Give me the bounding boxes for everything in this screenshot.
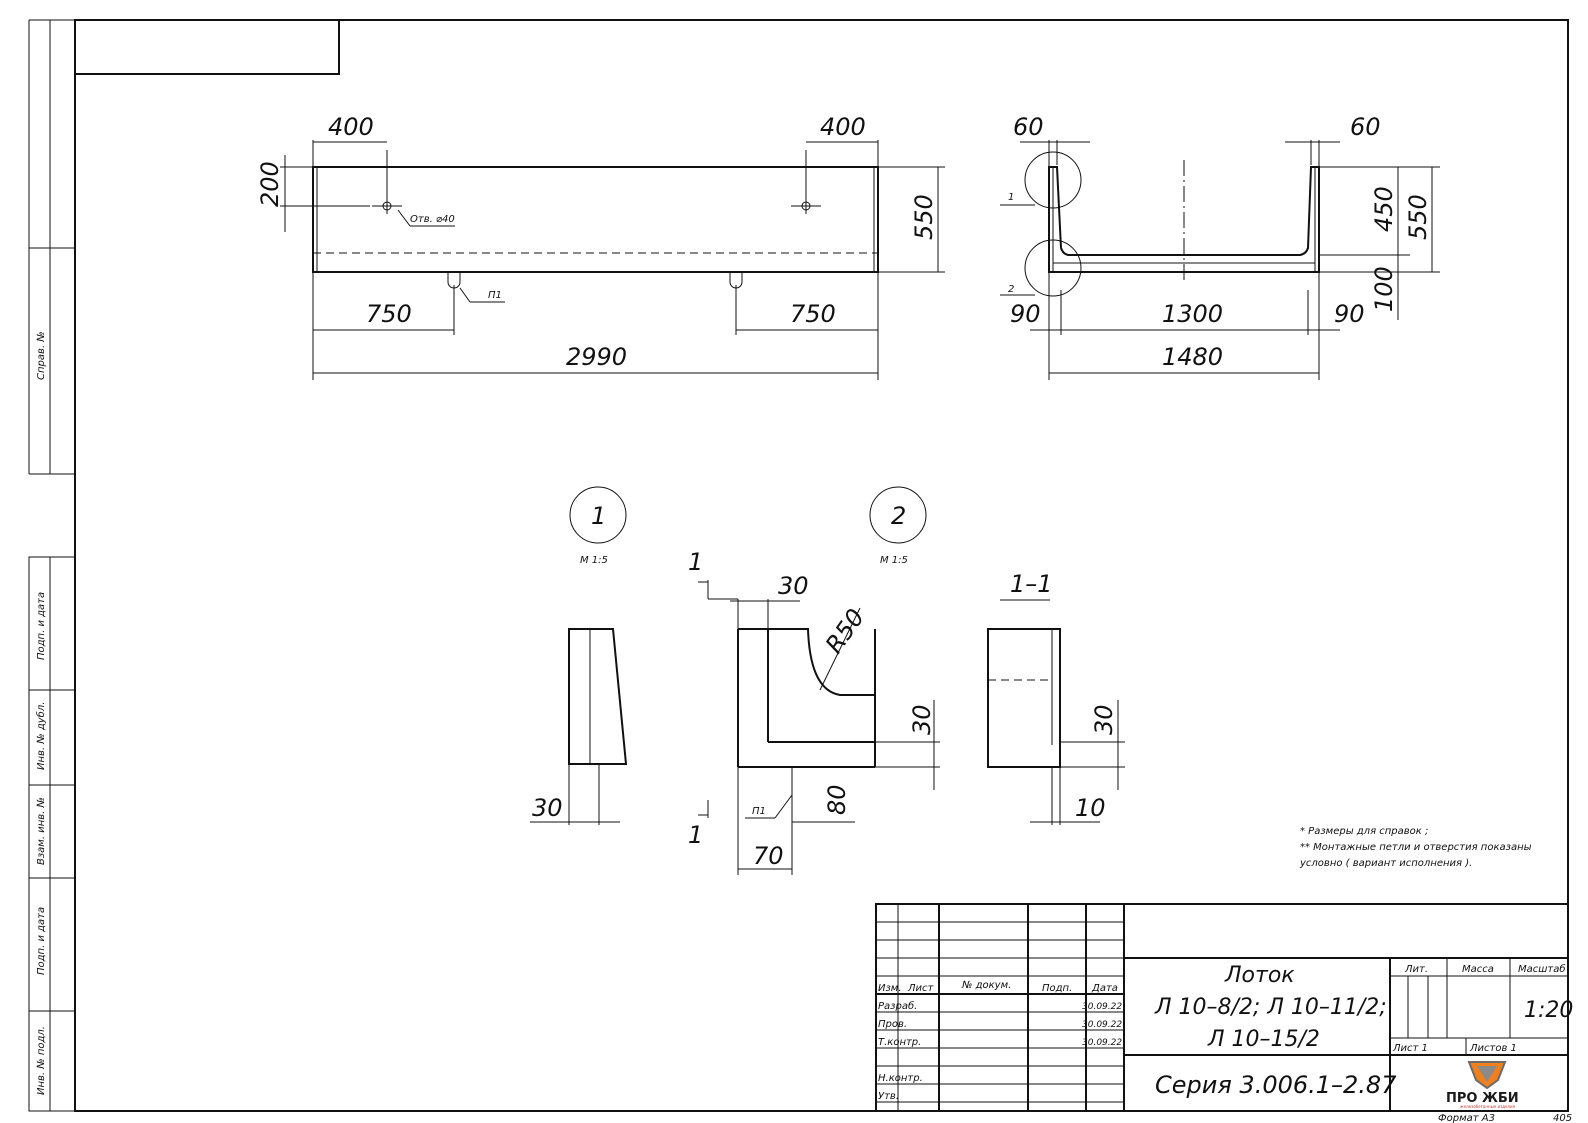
s-dim-30: 30 xyxy=(1090,704,1118,735)
tb-row-utv: Утв. xyxy=(878,1091,899,1102)
dim-1300: 1300 xyxy=(1162,300,1223,328)
d2-cut-bottom: 1 xyxy=(688,821,703,849)
tb-col-podp: Подп. xyxy=(1042,983,1072,994)
footer-code: 405 xyxy=(1553,1113,1572,1123)
note-line-1: * Размеры для справок ; xyxy=(1300,826,1428,837)
tb-row-nkontr: Н.контр. xyxy=(878,1073,923,1084)
tb-series: Серия 3.006.1–2.87 xyxy=(1155,1071,1397,1099)
d2-loop: П1 xyxy=(752,806,766,817)
dim-450: 450 xyxy=(1370,186,1398,232)
dim-750-right: 750 xyxy=(790,300,836,328)
side-label-podp1: Подп. и дата xyxy=(36,592,47,660)
tb-col-izm: Изм. xyxy=(878,983,902,994)
dim-60-left: 60 xyxy=(1013,113,1044,141)
tb-scale-header: Масштаб xyxy=(1518,963,1566,975)
callout-1: 1 xyxy=(1008,192,1014,203)
tb-date-2: 30.09.22 xyxy=(1082,1020,1122,1030)
node2-label: 2 xyxy=(891,502,906,530)
tb-name-line-1: Лоток xyxy=(1224,963,1295,988)
d2-radius: R50 xyxy=(820,604,870,659)
s-dim-10: 10 xyxy=(1075,794,1106,822)
dim-90-left: 90 xyxy=(1010,300,1041,328)
loop-label: П1 xyxy=(488,290,502,301)
dim-90-right: 90 xyxy=(1334,300,1365,328)
detail-geometry xyxy=(530,486,1125,875)
node2-scale: М 1:5 xyxy=(880,555,908,566)
logo-subtext: железобетонные изделия xyxy=(1460,1104,1516,1109)
d2-cut-top: 1 xyxy=(688,548,703,576)
dim-550-front: 550 xyxy=(910,194,938,240)
tb-mass-header: Масса xyxy=(1462,964,1494,975)
dim-100: 100 xyxy=(1370,266,1398,312)
node1-label: 1 xyxy=(591,502,606,530)
tb-row-prov: Пров. xyxy=(878,1019,907,1030)
logo-text: ПРО ЖБИ xyxy=(1446,1091,1519,1106)
d2-dim-70: 70 xyxy=(753,842,784,870)
side-label-podp2: Подп. и дата xyxy=(36,907,47,975)
note-line-3: условно ( вариант исполнения ). xyxy=(1299,858,1472,869)
tb-row-tkontr: Т.контр. xyxy=(878,1037,921,1048)
d2-dim-30-right: 30 xyxy=(908,704,936,735)
tb-date-3: 30.09.22 xyxy=(1082,1038,1122,1048)
sheet-frame xyxy=(28,19,1569,1112)
tb-row-razrab: Разраб. xyxy=(878,1000,917,1012)
side-label-sprav: Справ. № xyxy=(36,331,47,380)
dim-2990: 2990 xyxy=(566,343,627,371)
callout-2: 2 xyxy=(1008,284,1014,295)
company-logo xyxy=(1467,1061,1507,1090)
front-view-geometry xyxy=(280,140,945,380)
footer-format: Формат А3 xyxy=(1438,1113,1495,1123)
tb-scale-value: 1:20 xyxy=(1524,998,1573,1023)
tb-name-line-3: Л 10–15/2 xyxy=(1207,1027,1320,1052)
tb-col-list: Лист xyxy=(907,983,935,994)
dim-200: 200 xyxy=(256,161,284,207)
d2-dim-30-top: 30 xyxy=(778,572,809,600)
tb-col-ndoc: № докум. xyxy=(961,980,1011,991)
dim-750-left: 750 xyxy=(366,300,412,328)
d1-dim-30: 30 xyxy=(532,794,563,822)
dim-60-right: 60 xyxy=(1350,113,1381,141)
tb-sheets: Листов 1 xyxy=(1469,1043,1517,1054)
hole-label: Отв. ⌀40 xyxy=(410,214,455,225)
dim-400-right: 400 xyxy=(820,113,866,141)
dim-1480: 1480 xyxy=(1162,343,1223,371)
dim-400-left: 400 xyxy=(328,113,374,141)
tb-date-1: 30.09.22 xyxy=(1082,1002,1122,1012)
title-block-grid xyxy=(875,903,1569,1112)
tb-name-line-2: Л 10–8/2; Л 10–11/2; xyxy=(1154,995,1387,1020)
section-title: 1–1 xyxy=(1010,570,1053,598)
side-label-inv-podl: Инв. № подл. xyxy=(36,1026,47,1095)
dim-550-section: 550 xyxy=(1404,194,1432,240)
section-view-geometry xyxy=(1000,140,1440,380)
tb-lit-header: Лит. xyxy=(1404,964,1428,975)
side-label-vzam: Взам. инв. № xyxy=(36,797,47,865)
d2-dim-80: 80 xyxy=(823,784,851,815)
tb-sheet: Лист 1 xyxy=(1392,1043,1428,1054)
side-label-inv-dubl: Инв. № дубл. xyxy=(35,702,47,770)
note-line-2: ** Монтажные петли и отверстия показаны xyxy=(1300,842,1532,853)
node1-scale: М 1:5 xyxy=(580,555,608,566)
tb-col-data: Дата xyxy=(1091,983,1118,994)
